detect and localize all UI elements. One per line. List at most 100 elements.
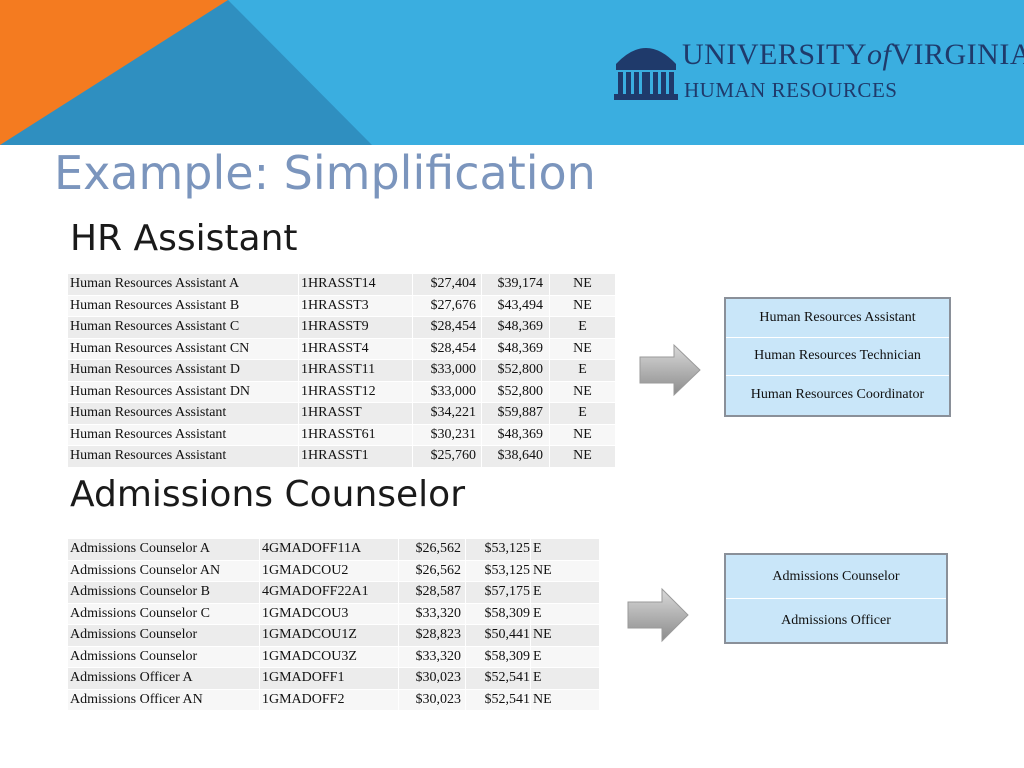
flsa-status-cell: E xyxy=(530,602,600,625)
flsa-status-cell: NE xyxy=(530,559,600,582)
job-code-cell: 1HRASST14 xyxy=(298,273,413,296)
flsa-status-cell: E xyxy=(530,645,600,668)
job-code-cell: 4GMADOFF22A1 xyxy=(259,581,399,604)
flsa-status-cell: NE xyxy=(549,445,616,468)
job-title-cell: Human Resources Assistant CN xyxy=(67,337,299,360)
logo-university-text: UNIVERSITY xyxy=(682,38,867,71)
flsa-status-cell: E xyxy=(530,538,600,561)
salary-min-cell: $30,231 xyxy=(412,423,482,446)
flsa-status-cell: E xyxy=(530,667,600,690)
salary-max-cell: $48,369 xyxy=(481,423,550,446)
job-title-cell: Admissions Counselor xyxy=(67,624,260,647)
salary-max-cell: $50,441 xyxy=(465,624,531,647)
admissions-section-heading: Admissions Counselor xyxy=(70,474,465,515)
banner-shapes xyxy=(0,0,372,145)
job-code-cell: 1HRASST1 xyxy=(298,445,413,468)
salary-max-cell: $48,369 xyxy=(481,316,550,339)
flsa-status-cell: NE xyxy=(549,294,616,317)
salary-min-cell: $28,454 xyxy=(412,337,482,360)
salary-min-cell: $28,587 xyxy=(398,581,466,604)
job-title-cell: Admissions Counselor xyxy=(67,645,260,668)
job-code-cell: 1HRASST3 xyxy=(298,294,413,317)
rotunda-logo-icon xyxy=(614,48,678,100)
salary-max-cell: $58,309 xyxy=(465,602,531,625)
hr-section-heading: HR Assistant xyxy=(70,218,298,259)
job-title-cell: Human Resources Assistant B xyxy=(67,294,299,317)
header-banner: UNIVERSITYofVIRGINIA HUMAN RESOURCES xyxy=(0,0,1024,145)
job-title-cell: Admissions Officer AN xyxy=(67,688,260,711)
salary-max-cell: $58,309 xyxy=(465,645,531,668)
job-title-cell: Human Resources Assistant xyxy=(67,445,299,468)
simplified-title-item: Human Resources Coordinator xyxy=(750,387,925,403)
logo-virginia-text: VIRGINIA xyxy=(891,38,1024,71)
salary-min-cell: $26,562 xyxy=(398,538,466,561)
job-code-cell: 1HRASST9 xyxy=(298,316,413,339)
salary-max-cell: $53,125 xyxy=(465,559,531,582)
flsa-status-cell: NE xyxy=(549,423,616,446)
job-code-cell: 1HRASST12 xyxy=(298,380,413,403)
job-code-cell: 1HRASST4 xyxy=(298,337,413,360)
job-title-cell: Human Resources Assistant xyxy=(67,423,299,446)
salary-max-cell: $59,887 xyxy=(481,402,550,425)
salary-min-cell: $30,023 xyxy=(398,688,466,711)
salary-min-cell: $30,023 xyxy=(398,667,466,690)
flsa-status-cell: E xyxy=(530,581,600,604)
logo-university-name: UNIVERSITYofVIRGINIA xyxy=(682,38,1024,72)
salary-min-cell: $33,320 xyxy=(398,602,466,625)
salary-max-cell: $57,175 xyxy=(465,581,531,604)
job-code-cell: 4GMADOFF11A xyxy=(259,538,399,561)
job-title-cell: Admissions Counselor C xyxy=(67,602,260,625)
simplified-title-item: Human Resources Assistant xyxy=(726,299,949,338)
job-title-cell: Admissions Counselor AN xyxy=(67,559,260,582)
flsa-status-cell: E xyxy=(549,402,616,425)
simplified-title-item: Human Resources Technician xyxy=(726,338,949,377)
salary-max-cell: $52,541 xyxy=(465,667,531,690)
job-title-cell: Human Resources Assistant D xyxy=(67,359,299,382)
flsa-status-cell: NE xyxy=(549,273,616,296)
salary-max-cell: $52,541 xyxy=(465,688,531,711)
job-code-cell: 1HRASST xyxy=(298,402,413,425)
flsa-status-cell: NE xyxy=(530,624,600,647)
job-code-cell: 1HRASST61 xyxy=(298,423,413,446)
job-title-cell: Admissions Counselor B xyxy=(67,581,260,604)
simplified-title-item: Admissions Counselor xyxy=(726,555,946,599)
salary-max-cell: $53,125 xyxy=(465,538,531,561)
salary-max-cell: $48,369 xyxy=(481,337,550,360)
salary-min-cell: $28,454 xyxy=(412,316,482,339)
job-title-cell: Human Resources Assistant xyxy=(67,402,299,425)
salary-min-cell: $33,000 xyxy=(412,380,482,403)
job-code-cell: 1GMADCOU1Z xyxy=(259,624,399,647)
flsa-status-cell: NE xyxy=(549,337,616,360)
flsa-status-cell: E xyxy=(549,359,616,382)
job-code-cell: 1GMADCOU3Z xyxy=(259,645,399,668)
flsa-status-cell: NE xyxy=(530,688,600,711)
uva-hr-logo: UNIVERSITYofVIRGINIA HUMAN RESOURCES xyxy=(614,34,1024,104)
job-code-cell: 1GMADOFF2 xyxy=(259,688,399,711)
logo-of-text: of xyxy=(867,38,892,71)
salary-max-cell: $52,800 xyxy=(481,359,550,382)
slide-title: Example: Simplification xyxy=(54,146,596,200)
salary-min-cell: $27,404 xyxy=(412,273,482,296)
banner-orange-triangle xyxy=(0,0,228,145)
job-title-cell: Admissions Counselor A xyxy=(67,538,260,561)
salary-min-cell: $25,760 xyxy=(412,445,482,468)
job-title-cell: Human Resources Assistant A xyxy=(67,273,299,296)
job-code-cell: 1GMADOFF1 xyxy=(259,667,399,690)
job-title-cell: Human Resources Assistant DN xyxy=(67,380,299,403)
right-arrow-icon xyxy=(627,587,689,643)
